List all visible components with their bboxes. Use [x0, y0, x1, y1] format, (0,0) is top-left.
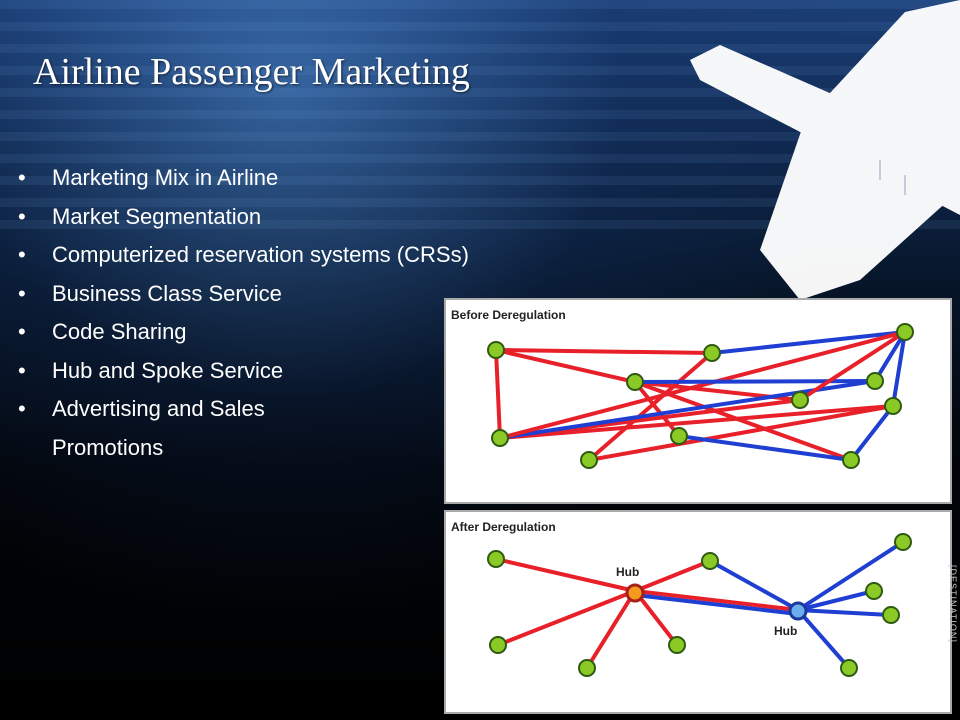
route-line-red — [498, 404, 895, 440]
route-line-red — [494, 348, 637, 384]
airport-node — [840, 659, 858, 677]
bullet-dot: • — [18, 396, 26, 421]
route-line-red — [494, 348, 714, 355]
airport-node — [670, 427, 688, 445]
bullet-text: Advertising and Sales — [52, 396, 265, 421]
airport-node — [865, 582, 883, 600]
route-line-red — [494, 557, 637, 593]
route-line-blue — [633, 379, 877, 384]
airport-node — [894, 533, 912, 551]
airport-node — [487, 341, 505, 359]
route-line-blue — [708, 559, 800, 612]
route-line-blue — [796, 608, 851, 670]
airport-node — [580, 451, 598, 469]
after-network-diagram — [487, 533, 912, 677]
airport-node — [842, 451, 860, 469]
bullet-text: Business Class Service — [52, 280, 282, 306]
route-line-blue — [873, 330, 907, 383]
bullet-dot: • — [18, 319, 26, 344]
airport-node — [866, 372, 884, 390]
bullet-text: Hub and Spoke Service — [52, 357, 284, 383]
route-line-blue — [633, 593, 800, 616]
route-line-blue — [796, 608, 893, 617]
route-line-red — [633, 380, 681, 438]
route-line-red — [633, 589, 800, 612]
route-line-blue — [891, 330, 907, 408]
route-line-blue — [677, 434, 853, 462]
route-line-red — [587, 404, 895, 462]
airport-node — [896, 323, 914, 341]
airport-node — [487, 550, 505, 568]
bullet-dot: • — [18, 280, 26, 306]
side-vertical-label: [DESTINATION] — [948, 565, 958, 643]
airport-node — [884, 397, 902, 415]
airport-node — [578, 659, 596, 677]
hub-node-red — [625, 583, 645, 603]
airport-node — [489, 636, 507, 654]
after-panel-title: After Deregulation — [451, 520, 556, 534]
slide-title: Airline Passenger Marketing — [33, 51, 470, 93]
bullet-dot: • — [18, 165, 26, 190]
bullet-dot: • — [18, 203, 26, 229]
route-line-red — [494, 348, 502, 440]
route-line-blue — [710, 330, 907, 355]
hub-node-blue — [788, 601, 808, 621]
bullet-continuation-text: Promotions — [52, 434, 164, 460]
airport-node — [701, 552, 719, 570]
route-line-red — [585, 589, 637, 670]
hub-label-red: Hub — [616, 565, 640, 579]
airport-node — [491, 429, 509, 447]
bullet-dot: • — [18, 242, 26, 267]
airport-node — [791, 391, 809, 409]
bullet-dot: • — [18, 357, 26, 383]
bullet-text: Computerized reservation systems (CRSs) — [52, 242, 469, 267]
hub-label-blue: Hub — [774, 624, 798, 638]
route-line-blue — [849, 404, 895, 462]
route-line-red — [798, 330, 907, 402]
before-deregulation-panel: Before Deregulation — [444, 298, 952, 504]
before-network-diagram — [487, 323, 914, 469]
route-line-red — [633, 559, 712, 593]
airport-node — [668, 636, 686, 654]
route-line-red — [496, 589, 637, 647]
after-deregulation-panel: After Deregulation Hub Hub — [444, 510, 952, 714]
route-line-red — [498, 330, 907, 440]
airport-node — [882, 606, 900, 624]
bullet-text: Market Segmentation — [52, 203, 262, 229]
airport-node — [703, 344, 721, 362]
route-line-blue — [796, 540, 905, 612]
before-panel-title: Before Deregulation — [451, 308, 566, 322]
route-line-red — [587, 351, 714, 462]
airport-node — [626, 373, 644, 391]
route-line-blue — [796, 589, 876, 612]
route-line-red — [633, 589, 679, 647]
bullet-text: Marketing Mix in Airline — [52, 165, 279, 190]
bullet-text: Code Sharing — [52, 319, 187, 344]
